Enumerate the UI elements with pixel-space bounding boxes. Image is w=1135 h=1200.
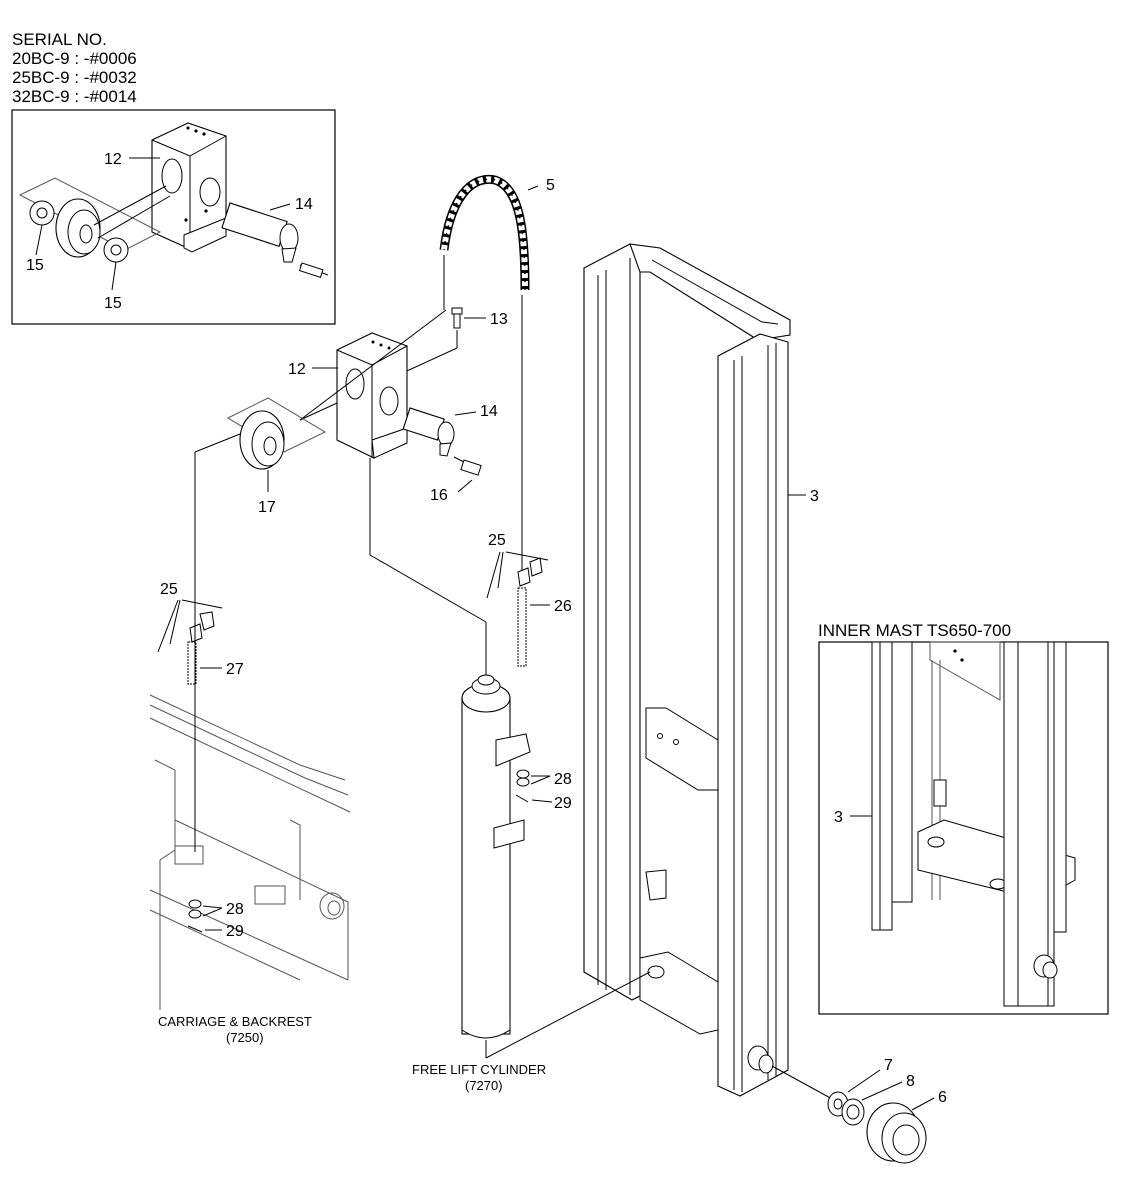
- sheave-block: 12: [288, 309, 447, 555]
- sheave-17: 17: [194, 397, 327, 610]
- caption-cylinder-ref: (7270): [465, 1078, 503, 1093]
- label-16: 16: [430, 487, 448, 504]
- anchor-bolt-27: 25 27: [157, 581, 244, 685]
- label-28-right: 28: [554, 771, 572, 788]
- label-25-right: 25: [488, 532, 506, 549]
- inset-label-15-a: 15: [26, 257, 44, 274]
- inset-label-14: 14: [295, 196, 313, 213]
- label-29-left: 29: [226, 923, 244, 940]
- label-3: 3: [810, 488, 819, 505]
- bolt-16: 16: [430, 456, 482, 504]
- caption-cylinder-name: FREE LIFT CYLINDER: [412, 1062, 546, 1077]
- carriage-backrest: CARRIAGE & BACKREST (7250): [149, 610, 351, 1045]
- free-lift-cylinder: FREE LIFT CYLINDER (7270): [369, 554, 651, 1093]
- inset-label-15-b: 15: [104, 295, 122, 312]
- inner-mast-title: INNER MAST TS650-700: [818, 621, 1011, 640]
- serial-line-1: 20BC-9 : -#0006: [12, 49, 137, 68]
- label-5: 5: [546, 177, 555, 194]
- bearing-assembly: 7 8 6: [771, 1057, 947, 1164]
- lift-chain: 5: [439, 174, 555, 570]
- nut-pin-right: 28 29: [515, 769, 572, 812]
- inset-inner-mast: INNER MAST TS650-700 3: [818, 621, 1109, 1015]
- label-14: 14: [480, 403, 498, 420]
- serial-line-3: 32BC-9 : -#0014: [12, 87, 137, 106]
- pin-14: 14: [402, 403, 498, 457]
- label-17: 17: [258, 499, 276, 516]
- label-13: 13: [490, 311, 508, 328]
- label-29-right: 29: [554, 795, 572, 812]
- caption-carriage-ref: (7250): [226, 1030, 264, 1045]
- label-28-left: 28: [226, 901, 244, 918]
- inset-sheave: [18, 177, 171, 263]
- label-27: 27: [226, 661, 244, 678]
- label-26: 26: [554, 598, 572, 615]
- inset-frame: [11, 109, 336, 325]
- label-25-left: 25: [160, 581, 178, 598]
- label-12: 12: [288, 361, 306, 378]
- bolt-13: 13: [299, 307, 508, 421]
- serial-line-2: 25BC-9 : -#0032: [12, 68, 137, 87]
- inset-sheave-block: [151, 122, 227, 253]
- inset-top-left: 12 14 15 15: [11, 109, 336, 325]
- inset-label-12: 12: [104, 151, 122, 168]
- label-7: 7: [884, 1057, 893, 1074]
- label-6: 6: [938, 1089, 947, 1106]
- nut-pin-left: 28 29: [187, 899, 244, 940]
- serial-title: SERIAL NO.: [12, 30, 107, 49]
- caption-carriage-name: CARRIAGE & BACKREST: [158, 1014, 312, 1029]
- inset-pin: [221, 202, 329, 279]
- outer-mast: 3: [583, 243, 819, 1097]
- serial-number-block: SERIAL NO. 20BC-9 : -#0006 25BC-9 : -#00…: [12, 30, 137, 106]
- inner-mast-label-3: 3: [834, 809, 843, 826]
- anchor-bolt-26: 25 26: [486, 532, 572, 667]
- label-8: 8: [906, 1073, 915, 1090]
